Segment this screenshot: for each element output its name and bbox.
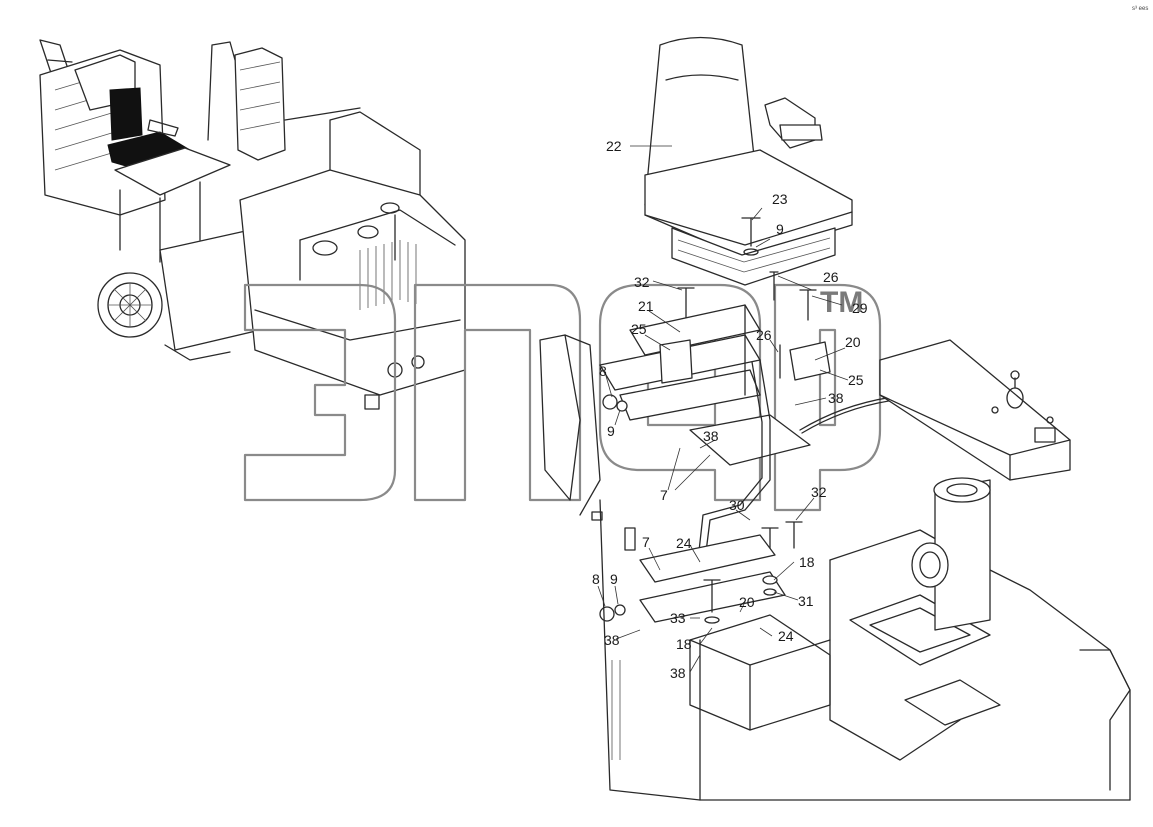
callout-9: 9 bbox=[610, 571, 618, 587]
callout-33: 33 bbox=[670, 610, 686, 626]
callout-38: 38 bbox=[604, 632, 620, 648]
callout-24: 24 bbox=[676, 535, 692, 551]
leader-lines bbox=[597, 145, 849, 673]
callout-labels: 22 23 9 26 32 29 21 25 26 20 8 25 38 9 3… bbox=[592, 138, 868, 681]
callout-8: 8 bbox=[599, 363, 607, 379]
callout-26: 26 bbox=[823, 269, 839, 285]
callout-8: 8 bbox=[592, 571, 600, 587]
machine-overview bbox=[39, 39, 466, 410]
callout-25: 25 bbox=[848, 372, 864, 388]
callout-32: 32 bbox=[811, 484, 827, 500]
callout-25: 25 bbox=[631, 321, 647, 337]
callout-20: 20 bbox=[739, 594, 755, 610]
callout-30: 30 bbox=[729, 497, 745, 513]
callout-22: 22 bbox=[606, 138, 622, 154]
seat-assembly bbox=[539, 36, 1131, 801]
callout-31: 31 bbox=[798, 593, 814, 609]
callout-7: 7 bbox=[660, 487, 668, 503]
trademark-mark: TM bbox=[820, 286, 863, 319]
callout-9: 9 bbox=[607, 423, 615, 439]
callout-9: 9 bbox=[776, 221, 784, 237]
callout-23: 23 bbox=[772, 191, 788, 207]
callout-21: 21 bbox=[638, 298, 654, 314]
corner-code: s³ ees bbox=[1132, 6, 1148, 12]
callout-24: 24 bbox=[778, 628, 794, 644]
callout-32: 32 bbox=[634, 274, 650, 290]
callout-29: 29 bbox=[852, 300, 868, 316]
callout-38: 38 bbox=[703, 428, 719, 444]
callout-26: 26 bbox=[756, 327, 772, 343]
callout-7: 7 bbox=[642, 534, 650, 550]
watermark-logo: TM bbox=[243, 283, 882, 512]
callout-20: 20 bbox=[845, 334, 861, 350]
callout-18: 18 bbox=[799, 554, 815, 570]
callout-18: 18 bbox=[676, 636, 692, 652]
callout-38: 38 bbox=[670, 665, 686, 681]
callout-38: 38 bbox=[828, 390, 844, 406]
